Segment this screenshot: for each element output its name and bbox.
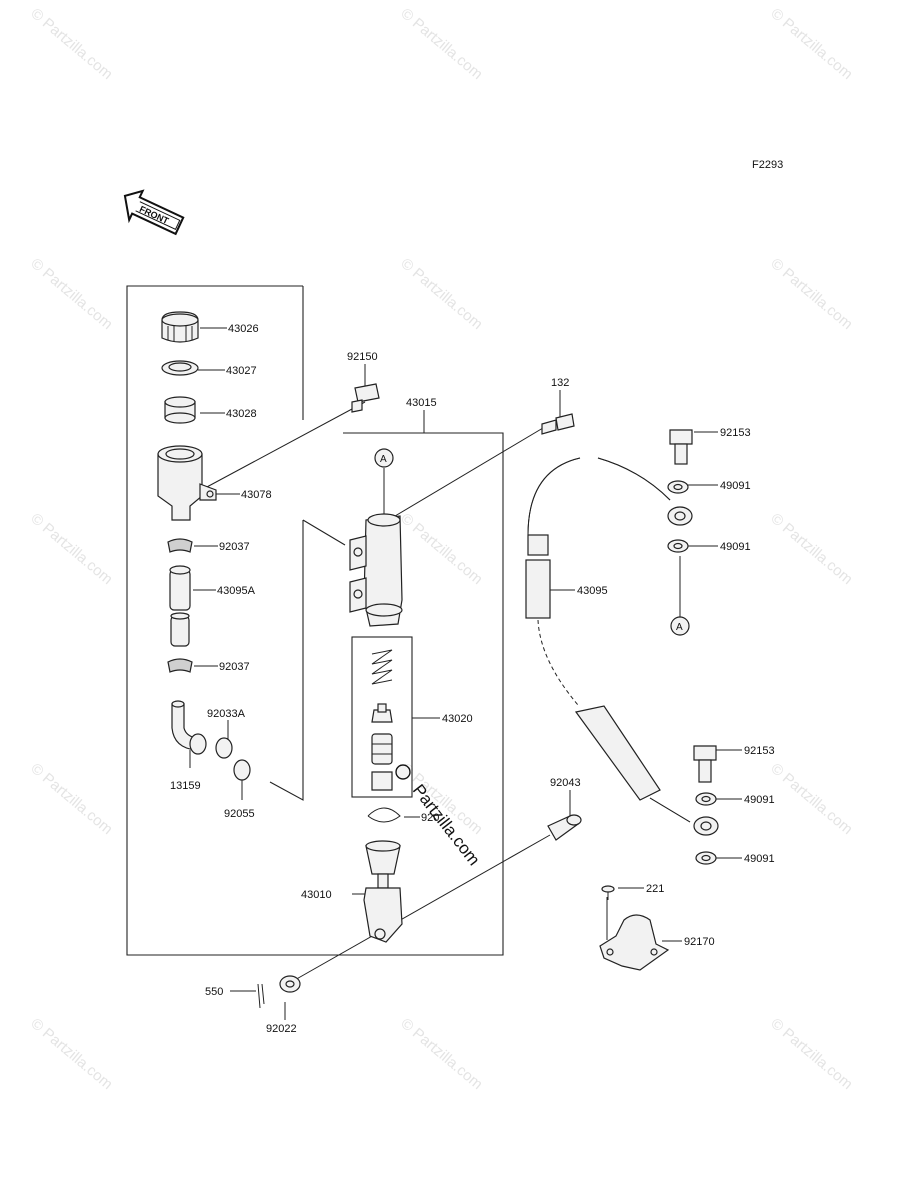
screw: [601, 885, 615, 900]
hose-clamp: [167, 538, 193, 553]
master-cylinder-body: [349, 513, 403, 627]
part-number: 221: [646, 883, 664, 895]
part-number: 92043: [550, 777, 581, 789]
watermark: © Partzilla.com: [397, 510, 485, 588]
part-number: 92022: [266, 1023, 297, 1035]
banjo-fitting: [693, 816, 719, 836]
part-number: 43028: [226, 408, 257, 420]
part-number: 43026: [228, 323, 259, 335]
part-number: 92037: [219, 541, 250, 553]
part-number: 13159: [170, 780, 201, 792]
part-number: 92055: [224, 808, 255, 820]
washer: [279, 975, 301, 993]
reference-marker-label: A: [380, 454, 387, 465]
copyright-icon: [395, 764, 411, 780]
part-number: 920: [421, 812, 439, 824]
banjo-fitting: [667, 506, 693, 526]
part-number: 43015: [406, 397, 437, 409]
piston-spring: [371, 649, 393, 685]
part-number: 49091: [744, 853, 775, 865]
leader-lines: [189, 327, 742, 1020]
part-number: 92033A: [207, 708, 246, 720]
part-number: 92037: [219, 661, 250, 673]
piston: [371, 733, 411, 791]
watermark: © Partzilla.com: [767, 255, 855, 333]
reference-marker: A: [374, 448, 394, 468]
copper-washer: [695, 792, 717, 806]
part-number: 43078: [241, 489, 272, 501]
copper-washer: [667, 480, 689, 494]
watermark: © Partzilla.com: [27, 5, 115, 83]
watermark: © Partzilla.com: [27, 760, 115, 838]
watermark: © Partzilla.com: [397, 5, 485, 83]
reservoir-cap: [161, 311, 199, 343]
figure-code: F2293: [752, 159, 783, 171]
banjo-bolt: [693, 745, 717, 783]
clevis-pin: [547, 814, 582, 841]
part-number: 43010: [301, 889, 332, 901]
part-number: 43020: [442, 713, 473, 725]
elbow-fitting: [171, 700, 251, 781]
part-number: 49091: [720, 541, 751, 553]
piston-kit-frame: [351, 636, 413, 798]
copper-washer: [695, 851, 717, 865]
part-number: 43027: [226, 365, 257, 377]
diaphragm: [164, 396, 196, 424]
part-number: 550: [205, 986, 223, 998]
union-bolt: [351, 383, 380, 413]
push-rod: [363, 840, 403, 943]
part-number: 43095: [577, 585, 608, 597]
watermark: © Partzilla.com: [27, 1015, 115, 1093]
watermark: © Partzilla.com: [767, 1015, 855, 1093]
copper-washer: [667, 539, 689, 553]
part-number: 92150: [347, 351, 378, 363]
watermark: © Partzilla.com: [397, 1015, 485, 1093]
part-number: 49091: [744, 794, 775, 806]
watermark: © Partzilla.com: [767, 760, 855, 838]
hose-clamp: [167, 658, 193, 673]
cotter-pin: [257, 983, 265, 1009]
hose-clamp-bracket: [599, 914, 670, 971]
watermark: © Partzilla.com: [27, 510, 115, 588]
brake-hose: [525, 457, 691, 823]
master-cylinder-frame: [126, 285, 504, 956]
watermark: © Partzilla.com: [397, 255, 485, 333]
reference-marker: A: [670, 616, 690, 636]
part-number: 43095A: [217, 585, 256, 597]
circlip: [367, 807, 401, 823]
bleed-bolt: [541, 413, 575, 435]
cap-plate: [161, 360, 199, 376]
part-number: 92153: [744, 745, 775, 757]
watermark: © Partzilla.com: [767, 510, 855, 588]
part-number: 132: [551, 377, 569, 389]
piston-cup: [371, 703, 393, 723]
front-arrow-icon: FRONT: [123, 189, 185, 236]
reference-marker-label: A: [676, 622, 683, 633]
reservoir-tank: [157, 445, 217, 521]
part-labels: 43026 43027 43028 43078 92037 43095A 920…: [170, 323, 775, 1035]
part-number: 92153: [720, 427, 751, 439]
inner-frame-diagonal: [269, 519, 346, 801]
part-number: 49091: [720, 480, 751, 492]
watermark: © Partzilla.com: [767, 5, 855, 83]
part-number: 92170: [684, 936, 715, 948]
banjo-bolt: [669, 429, 693, 465]
watermark: © Partzilla.com: [27, 255, 115, 333]
reservoir-hose: [169, 565, 191, 647]
